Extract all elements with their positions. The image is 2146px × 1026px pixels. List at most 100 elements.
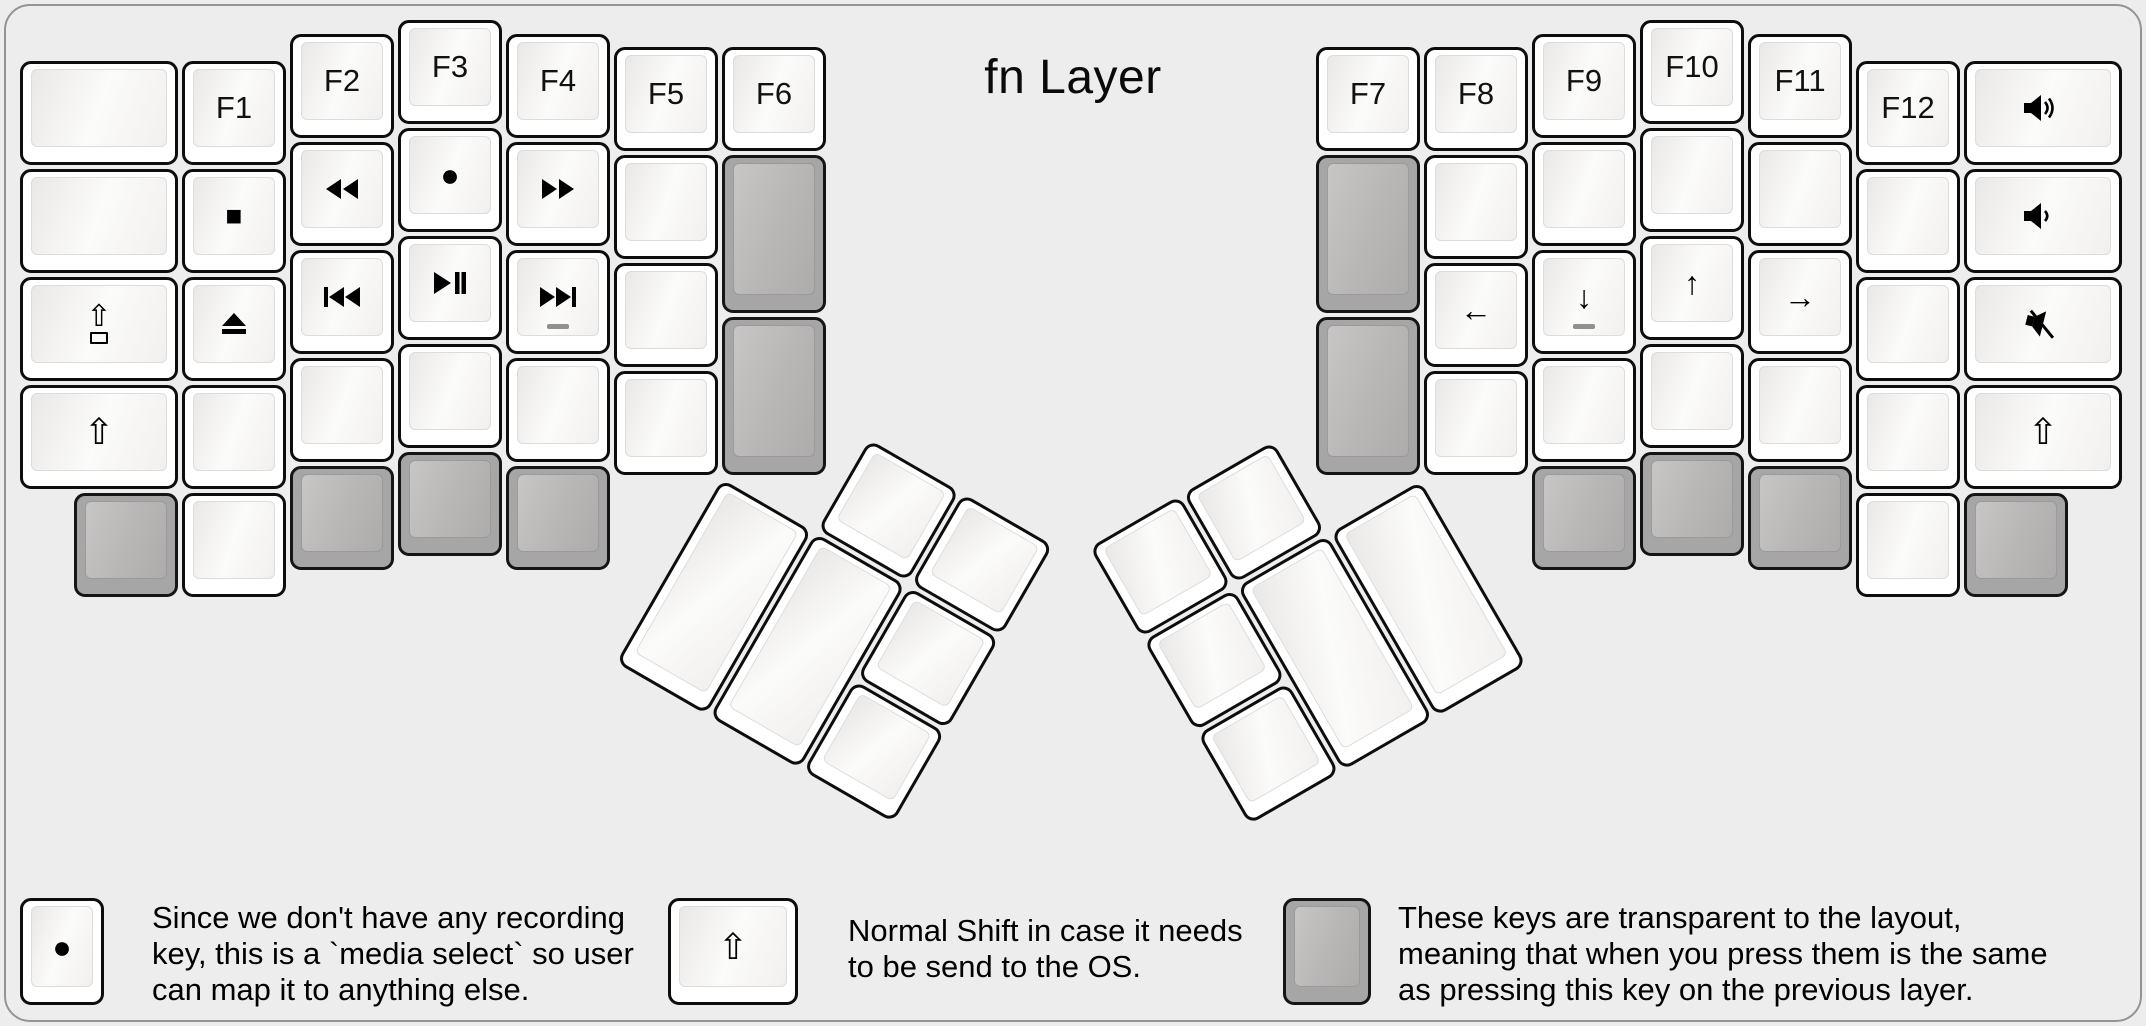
key-transparent[interactable] <box>1316 317 1420 475</box>
key-transparent[interactable] <box>722 317 826 475</box>
key-f4[interactable]: F4 <box>506 33 610 138</box>
key-blank[interactable] <box>614 155 718 259</box>
key-blank[interactable] <box>1748 141 1852 246</box>
keycap-top <box>1867 284 1949 363</box>
key-blank[interactable] <box>182 384 286 489</box>
key-blank[interactable] <box>1856 384 1960 489</box>
key-blank[interactable] <box>1856 168 1960 273</box>
keycap-top: ⇧ <box>679 906 787 987</box>
key-next-track[interactable] <box>506 249 610 354</box>
key-f2[interactable]: F2 <box>290 33 394 138</box>
key-play-pause[interactable] <box>398 236 502 340</box>
keycap-top <box>1975 68 2111 147</box>
right-arrow-icon: → <box>1784 278 1816 315</box>
key-transparent[interactable] <box>1640 452 1744 556</box>
key-label: F3 <box>431 49 469 84</box>
key-prev-track[interactable] <box>290 249 394 354</box>
keycap-top <box>1867 500 1949 579</box>
keycap-top <box>733 325 815 457</box>
key-f10[interactable]: F10 <box>1640 20 1744 124</box>
key-blank[interactable] <box>182 492 286 597</box>
key-blank[interactable] <box>1856 276 1960 381</box>
key-record[interactable]: ● <box>398 128 502 232</box>
key-f8[interactable]: F8 <box>1424 47 1528 151</box>
key-arrow-up[interactable]: ↑ <box>1640 236 1744 340</box>
play-pause-icon <box>434 272 466 294</box>
keycap-top <box>1975 284 2111 363</box>
key-blank[interactable] <box>1640 128 1744 232</box>
key-arrow-left[interactable]: ← <box>1424 263 1528 367</box>
key-volume-up[interactable] <box>1964 60 2122 165</box>
record-icon: ● <box>52 928 72 965</box>
key-transparent[interactable] <box>722 155 826 313</box>
key-f9[interactable]: F9 <box>1532 33 1636 138</box>
key-f7[interactable]: F7 <box>1316 47 1420 151</box>
key-blank[interactable] <box>20 60 178 165</box>
key-f12[interactable]: F12 <box>1856 60 1960 165</box>
legend-text-line: These keys are transparent to the layout… <box>1398 900 1962 935</box>
key-f5[interactable]: F5 <box>614 47 718 151</box>
shift-icon: ⇧ <box>2027 410 2059 452</box>
fast-forward-icon <box>542 178 574 199</box>
keycap-top: F9 <box>1543 41 1625 120</box>
key-label: F8 <box>1457 76 1495 111</box>
key-transparent[interactable] <box>506 465 610 570</box>
rewind-icon <box>326 178 358 199</box>
key-fast-forward[interactable] <box>506 141 610 246</box>
key-blank[interactable] <box>20 168 178 273</box>
key-blank[interactable] <box>290 357 394 462</box>
key-transparent[interactable] <box>1748 465 1852 570</box>
key-blank[interactable] <box>1640 344 1744 448</box>
key-volume-down[interactable] <box>1964 168 2122 273</box>
keycap-top: F2 <box>301 41 383 120</box>
key-transparent[interactable] <box>1532 465 1636 570</box>
key-f11[interactable]: F11 <box>1748 33 1852 138</box>
key-transparent[interactable] <box>1316 155 1420 313</box>
key-blank[interactable] <box>1532 141 1636 246</box>
volume-down-icon <box>2024 202 2049 229</box>
next-track-icon <box>540 286 576 307</box>
key-blank[interactable] <box>506 357 610 462</box>
key-rewind[interactable] <box>290 141 394 246</box>
key-f1[interactable]: F1 <box>182 60 286 165</box>
key-caps-lock[interactable]: ⇧ <box>20 276 178 381</box>
key-transparent[interactable] <box>398 452 502 556</box>
legend-key-sample: ● <box>20 898 104 1005</box>
key-mute[interactable] <box>1964 276 2122 381</box>
keycap-top <box>1102 507 1213 617</box>
key-blank[interactable] <box>614 371 718 475</box>
stop-icon: ■ <box>225 199 243 231</box>
key-f3[interactable]: F3 <box>398 20 502 124</box>
key-eject[interactable] <box>182 276 286 381</box>
key-arrow-right[interactable]: → <box>1748 249 1852 354</box>
key-blank[interactable] <box>1424 371 1528 475</box>
key-blank[interactable] <box>1856 492 1960 597</box>
keycap-top <box>1651 136 1733 214</box>
keycap-top <box>1975 500 2057 579</box>
key-blank[interactable] <box>1424 155 1528 259</box>
keycap-top <box>1435 379 1517 457</box>
keycap-top <box>301 257 383 336</box>
key-shift-right[interactable]: ⇧ <box>1964 384 2122 489</box>
key-arrow-down[interactable]: ↓ <box>1532 249 1636 354</box>
key-stop[interactable]: ■ <box>182 168 286 273</box>
key-blank[interactable] <box>1532 357 1636 462</box>
key-blank[interactable] <box>614 263 718 367</box>
key-shift-left[interactable]: ⇧ <box>20 384 178 489</box>
keycap-top <box>1867 392 1949 471</box>
shift-icon: ⇧ <box>717 925 749 967</box>
keycap-top <box>1294 906 1360 987</box>
key-blank[interactable] <box>1748 357 1852 462</box>
key-transparent[interactable] <box>74 492 178 597</box>
key-transparent[interactable] <box>290 465 394 570</box>
keycap-top: F8 <box>1435 55 1517 133</box>
keycap-top <box>517 473 599 552</box>
key-transparent[interactable] <box>1964 492 2068 597</box>
legend-item-text: These keys are transparent to the layout… <box>1398 900 2048 1008</box>
key-label: F6 <box>755 76 793 111</box>
key-label: F12 <box>1881 89 1935 125</box>
key-f6[interactable]: F6 <box>722 47 826 151</box>
keycap-top <box>31 176 167 255</box>
key-blank[interactable] <box>398 344 502 448</box>
